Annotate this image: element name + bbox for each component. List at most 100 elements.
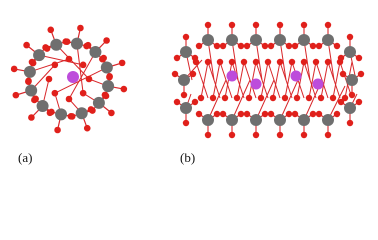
oxygen-atom [285,42,293,50]
metal-atom [274,34,286,46]
bond [231,61,245,99]
bond [332,61,341,99]
bond [303,61,317,99]
bond [255,79,275,121]
oxygen-atom [204,21,212,29]
oxygen-atom [355,98,363,106]
bond [236,61,245,99]
oxygen-atom [47,26,55,34]
oxygen-atom [31,96,38,104]
oxygen-atom [23,41,30,49]
metal-atom [89,45,102,58]
oxygen-atom [106,73,113,81]
oxygen-atom [204,131,212,139]
bond [68,51,96,100]
oxygen-atom [120,85,128,93]
bond [243,61,257,99]
oxygen-atom [324,131,332,139]
bond [54,67,108,94]
oxygen-atom [240,58,248,66]
bond [327,61,341,99]
bond [279,79,299,121]
oxygen-atom [267,110,275,118]
bond [303,39,311,81]
bond [267,61,281,99]
metal-atom [226,34,238,46]
oxygen-atom [346,33,354,41]
oxygen-atom [288,58,296,66]
oxygen-atom [339,70,347,78]
oxygen-atom [315,110,323,118]
oxygen-atom [100,54,107,62]
metal-atom [50,38,63,51]
bond [219,61,233,99]
oxygen-atom [103,37,110,44]
oxygen-atom [243,110,251,118]
oxygen-atom [252,21,260,29]
oxygen-atom [29,59,37,67]
panel-label-b: (b) [180,150,196,165]
oxygen-atom [285,110,293,118]
heteroatom [312,78,324,90]
metal-atom [344,102,356,114]
bond [76,43,84,94]
bond [315,61,329,99]
oxygen-atom [357,70,365,78]
bond [296,61,305,99]
oxygen-atom [237,42,245,50]
oxygen-atom [243,42,251,50]
bond [320,61,329,99]
metal-atom [202,114,214,126]
oxygen-atom [28,114,35,121]
bond [327,85,346,121]
cluster-structure-b [171,21,365,139]
oxygen-atom [85,75,93,83]
polyoxometalate-figure [10,21,365,139]
metal-atom [298,114,310,126]
metal-atom [226,114,238,126]
oxygen-atom [25,78,32,86]
oxygen-atom [108,109,115,117]
oxygen-atom [10,65,18,73]
oxygen-atom [305,94,313,102]
oxygen-atom [293,94,301,102]
bond [255,61,269,99]
oxygen-atom [83,124,91,132]
bond [260,61,269,99]
oxygen-atom [252,58,260,66]
oxygen-atom [245,94,253,102]
oxygen-atom [189,70,197,78]
oxygen-atom [213,110,221,118]
oxygen-atom [67,112,75,120]
oxygen-atom [276,21,284,29]
oxygen-atom [309,110,317,118]
bond [29,58,70,73]
metal-atom [23,65,36,78]
oxygen-atom [101,91,109,99]
metal-atom [102,80,115,93]
metal-atom [100,61,113,74]
oxygen-atom [261,110,269,118]
oxygen-atom [209,94,217,102]
oxygen-atom [355,54,363,62]
oxygen-atom [63,38,71,46]
oxygen-atom [213,42,221,50]
metal-atom [180,46,192,58]
oxygen-atom [171,70,179,78]
oxygen-atom [216,58,224,66]
bond [308,61,317,99]
oxygen-atom [329,94,337,102]
oxygen-atom [219,110,227,118]
oxygen-atom [65,55,73,63]
metal-atom [25,84,38,97]
oxygen-atom [45,75,53,83]
oxygen-atom [300,21,308,29]
oxygen-atom [291,42,299,50]
metal-atom [92,96,105,109]
bond [231,39,239,81]
bond [207,79,227,121]
oxygen-atom [267,42,275,50]
oxygen-atom [228,131,236,139]
bond [279,61,293,99]
oxygen-atom [12,91,20,99]
